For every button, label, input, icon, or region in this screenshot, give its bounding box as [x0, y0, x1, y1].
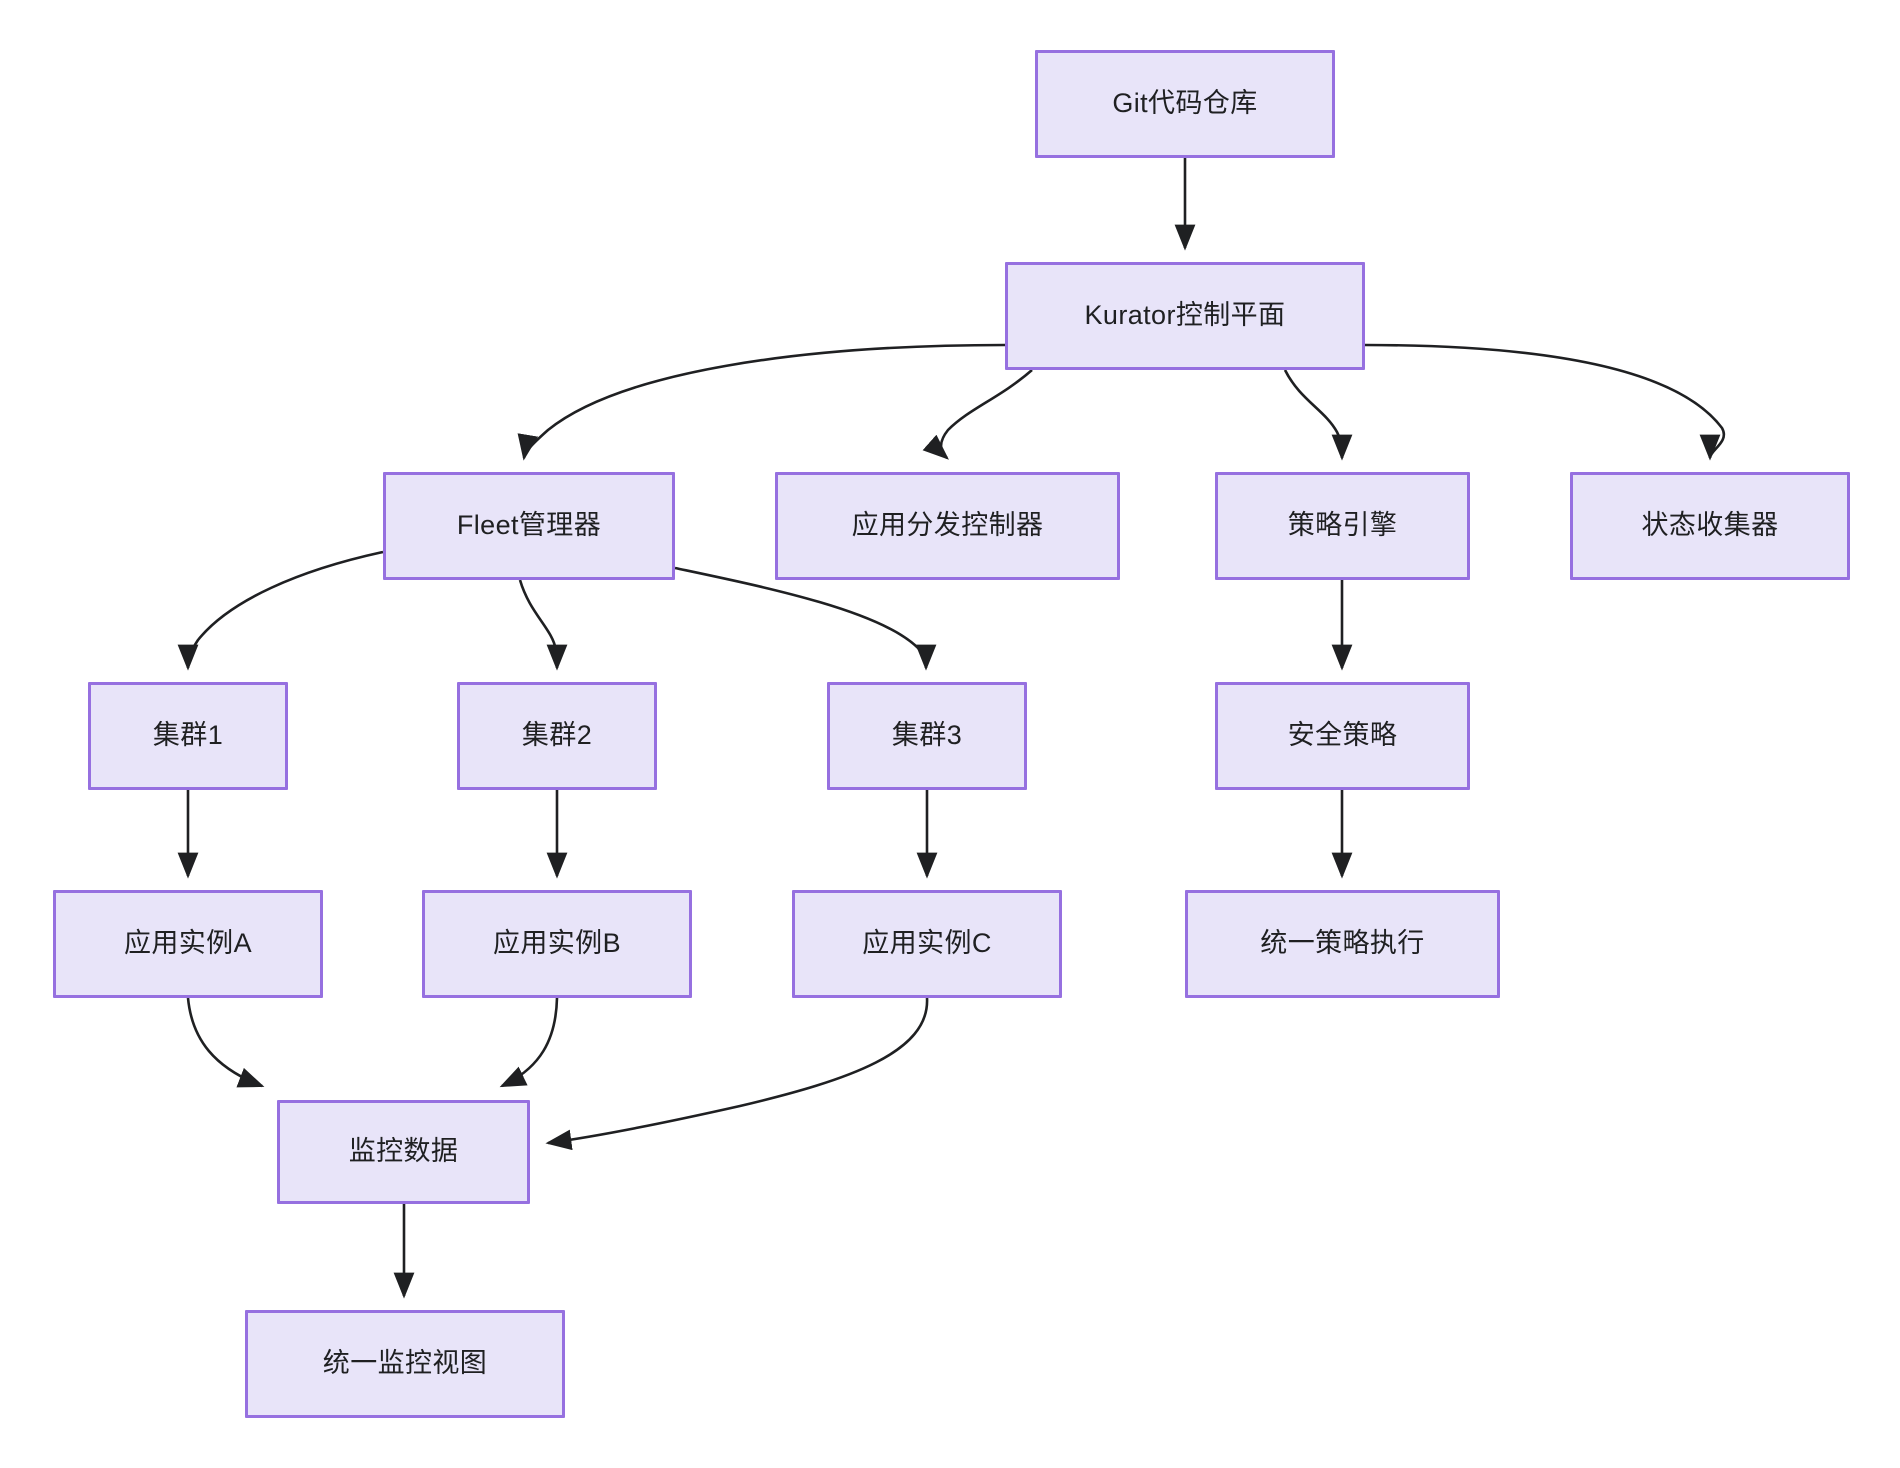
node-cluster-3[interactable]: 集群3	[827, 682, 1027, 790]
node-cluster-2[interactable]: 集群2	[457, 682, 657, 790]
node-git-repository[interactable]: Git代码仓库	[1035, 50, 1335, 158]
node-label: 应用实例C	[862, 928, 992, 959]
node-app-instance-b[interactable]: 应用实例B	[422, 890, 692, 998]
node-label: Fleet管理器	[456, 510, 602, 541]
node-status-collector[interactable]: 状态收集器	[1570, 472, 1850, 580]
node-fleet-manager[interactable]: Fleet管理器	[383, 472, 675, 580]
node-app-instance-a[interactable]: 应用实例A	[53, 890, 323, 998]
node-label: 监控数据	[348, 1136, 459, 1167]
node-label: 应用实例B	[492, 928, 621, 959]
edge-kurator-to-policy	[1283, 369, 1353, 461]
node-monitoring-data[interactable]: 监控数据	[277, 1100, 530, 1204]
node-unified-policy-enforcement[interactable]: 统一策略执行	[1185, 890, 1500, 998]
edge-appC-to-monitor	[545, 997, 929, 1151]
node-label: 集群1	[152, 720, 224, 751]
node-label: 策略引擎	[1287, 510, 1398, 541]
edge-appB-to-monitor	[499, 997, 559, 1088]
node-policy-engine[interactable]: 策略引擎	[1215, 472, 1470, 580]
edge-kurator-to-fleet	[517, 343, 1006, 461]
edge-appA-to-monitor	[186, 997, 265, 1088]
node-label: 集群3	[891, 720, 963, 751]
node-kurator-control-plane[interactable]: Kurator控制平面	[1005, 262, 1365, 370]
edge-fleet-to-cluster3	[674, 566, 937, 671]
node-security-policy[interactable]: 安全策略	[1215, 682, 1470, 790]
node-app-instance-c[interactable]: 应用实例C	[792, 890, 1062, 998]
node-label: 统一策略执行	[1260, 928, 1425, 959]
edge-fleet-to-cluster2	[518, 579, 568, 671]
node-app-distribution-controller[interactable]: 应用分发控制器	[775, 472, 1120, 580]
edge-kurator-to-status	[1364, 343, 1726, 461]
node-unified-monitoring-view[interactable]: 统一监控视图	[245, 1310, 565, 1418]
node-label: 统一监控视图	[322, 1348, 488, 1379]
edge-fleet-to-cluster1	[177, 550, 384, 671]
edge-kurator-to-appdist	[922, 369, 1033, 460]
node-label: 应用实例A	[123, 928, 252, 959]
node-label: 状态收集器	[1641, 510, 1779, 541]
node-label: 安全策略	[1287, 720, 1398, 751]
node-label: 应用分发控制器	[851, 510, 1044, 541]
node-label: 集群2	[521, 720, 593, 751]
node-label: Git代码仓库	[1112, 88, 1258, 119]
node-cluster-1[interactable]: 集群1	[88, 682, 288, 790]
node-label: Kurator控制平面	[1084, 300, 1286, 331]
